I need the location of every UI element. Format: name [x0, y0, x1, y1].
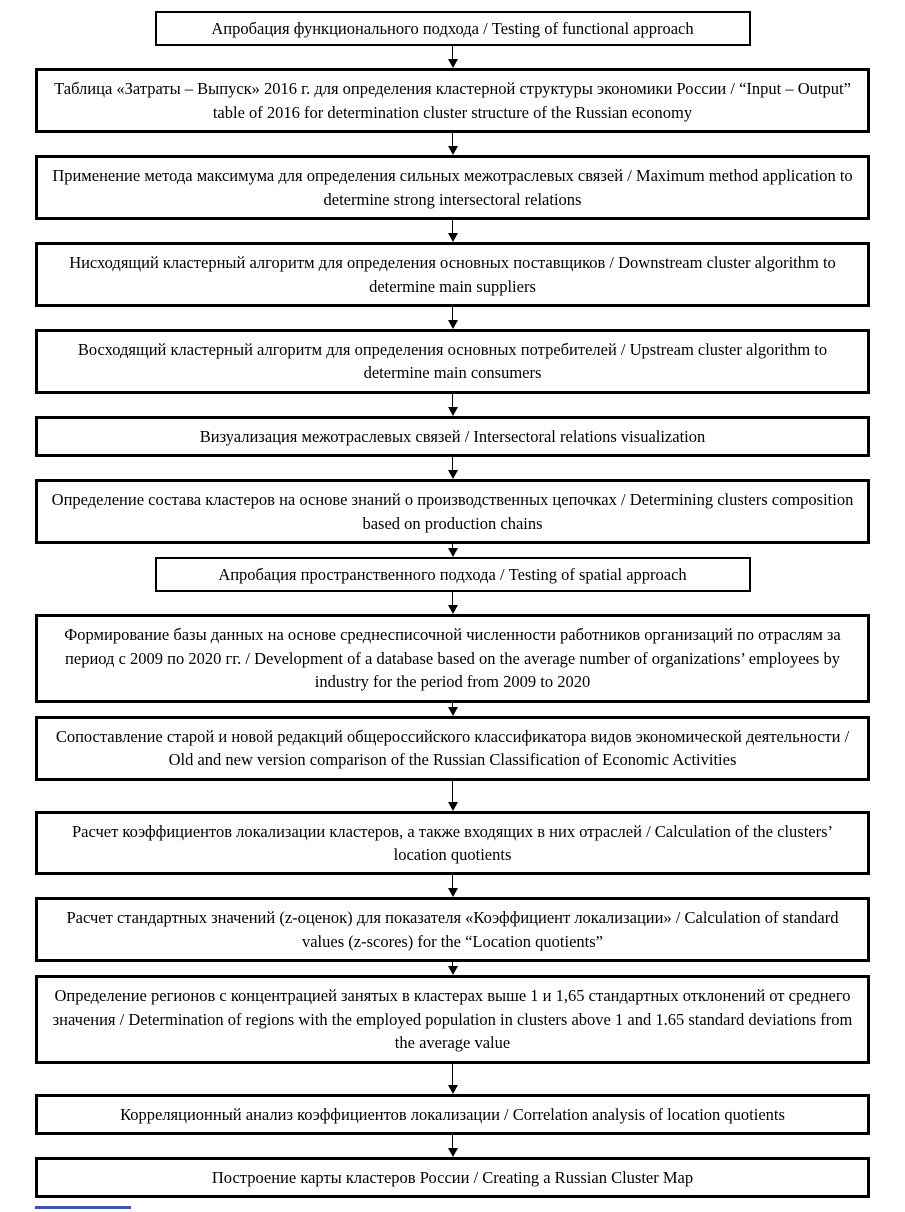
flow-step-location-quotients: Расчет коэффициентов локализации кластер…: [35, 810, 870, 876]
arrow-down-icon: [447, 1134, 458, 1157]
arrow-down-icon: [447, 46, 458, 69]
flow-step-spatial-approach: Апробация пространственного подхода / Te…: [154, 557, 751, 593]
arrow-down-icon: [447, 962, 458, 976]
flow-step-label: Построение карты кластеров России / Crea…: [211, 1167, 694, 1187]
arrow-down-icon: [447, 780, 458, 811]
flow-step-upstream-algorithm: Восходящий кластерный алгоритм для опред…: [35, 328, 870, 394]
flow-step-label: Применение метода максимума для определе…: [52, 166, 853, 209]
flow-step-input-output-table: Таблица «Затраты – Выпуск» 2016 г. для о…: [35, 68, 870, 134]
arrow-down-icon: [447, 457, 458, 480]
arrow-down-icon: [447, 1063, 458, 1094]
flow-step-label: Сопоставление старой и новой редакций об…: [55, 726, 850, 770]
flow-step-database-development: Формирование базы данных на основе средн…: [35, 614, 870, 703]
flow-step-label: Расчет коэффициентов локализации кластер…: [71, 821, 834, 865]
flow-step-label: Расчет стандартных значений (z-оценок) д…: [66, 908, 839, 951]
arrow-down-icon: [447, 220, 458, 243]
arrow-down-icon: [447, 133, 458, 156]
flow-step-label: Определение состава кластеров на основе …: [51, 490, 854, 533]
arrow-down-icon: [447, 592, 458, 615]
flow-step-classification-comparison: Сопоставление старой и новой редакций об…: [35, 715, 870, 781]
flow-step-relations-visualization: Визуализация межотраслевых связей / Inte…: [35, 415, 870, 458]
flow-step-correlation-analysis: Корреляционный анализ коэффициентов лока…: [35, 1093, 870, 1135]
flow-step-label: Таблица «Затраты – Выпуск» 2016 г. для о…: [54, 79, 851, 122]
flow-step-downstream-algorithm: Нисходящий кластерный алгоритм для опред…: [35, 242, 870, 307]
flow-step-region-determination: Определение регионов с концентрацией зан…: [35, 975, 870, 1064]
flow-step-z-scores: Расчет стандартных значений (z-оценок) д…: [35, 897, 870, 963]
arrow-down-icon: [447, 702, 458, 716]
flow-step-cluster-composition: Определение состава кластеров на основе …: [35, 479, 870, 545]
footer-accent-rule: [35, 1206, 131, 1209]
flow-step-label: Корреляционный анализ коэффициентов лока…: [120, 1104, 785, 1124]
flow-step-functional-approach: Апробация функционального подхода / Test…: [154, 11, 751, 47]
flow-step-label: Апробация функционального подхода / Test…: [211, 19, 694, 38]
flow-step-cluster-map: Построение карты кластеров России / Crea…: [35, 1156, 870, 1199]
flow-step-label: Визуализация межотраслевых связей / Inte…: [199, 426, 706, 446]
flow-step-label: Восходящий кластерный алгоритм для опред…: [77, 339, 828, 383]
arrow-down-icon: [447, 544, 458, 558]
flow-step-label: Определение регионов с концентрацией зан…: [52, 986, 853, 1053]
arrow-down-icon: [447, 875, 458, 898]
arrow-down-icon: [447, 306, 458, 329]
flow-step-label: Нисходящий кластерный алгоритм для опред…: [69, 253, 836, 296]
flow-step-label: Формирование базы данных на основе средн…: [64, 625, 841, 692]
arrow-down-icon: [447, 393, 458, 416]
flow-step-label: Апробация пространственного подхода / Te…: [218, 565, 687, 585]
flow-step-maximum-method: Применение метода максимума для определе…: [35, 155, 870, 221]
